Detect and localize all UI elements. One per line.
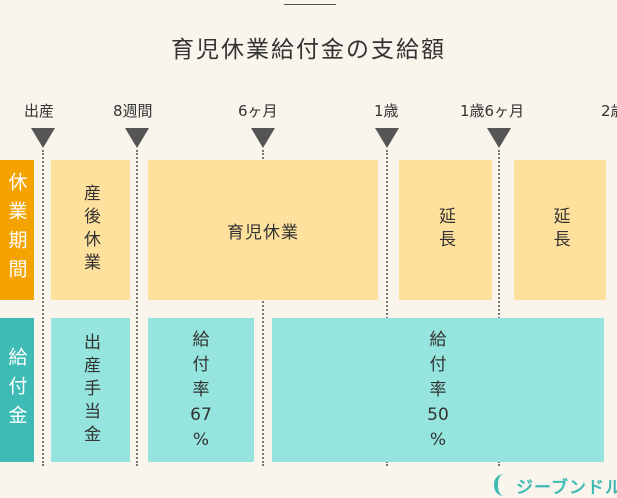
benefit-rate-67-unit: % <box>192 429 210 450</box>
timeline-label-birth: 出産 <box>24 102 55 120</box>
benefit-rate-50-text: 給 付 率 50 % <box>427 328 449 453</box>
benefit-rate-67-text: 給 付 率 67 % <box>190 328 212 453</box>
logo-text: ジーブンドル <box>516 477 617 498</box>
timeline-guide-birth <box>42 150 44 466</box>
timeline-marker-6months <box>251 128 275 148</box>
extension-block-2: 延長 <box>514 160 606 300</box>
timeline-marker-birth <box>31 128 55 148</box>
timeline-guide-1year <box>386 150 388 466</box>
timeline-label-6months: 6ヶ月 <box>238 102 278 120</box>
period-row-header: 休業期間 <box>0 160 34 300</box>
timeline-guide-8weeks <box>136 150 138 466</box>
logo-mark-icon <box>494 474 510 496</box>
timeline-label-1year: 1歳 <box>374 102 399 120</box>
timeline-guide-6months <box>262 150 264 466</box>
benefit-rate-50-value: 50 <box>427 404 449 425</box>
childcare-leave-block: 育児休業 <box>148 160 378 300</box>
extension-block-1: 延長 <box>399 160 492 300</box>
timeline-marker-1year <box>375 128 399 148</box>
maternity-allowance-block: 出産手当金 <box>51 318 130 462</box>
benefit-row-header: 給付金 <box>0 318 34 462</box>
timeline-guide-1year6months <box>498 150 500 466</box>
diagram-title: 育児休業給付金の支給額 <box>171 37 446 63</box>
title-top-rule <box>284 4 336 5</box>
timeline-marker-1year6months <box>487 128 511 148</box>
timeline-label-2years: 2歳 <box>601 102 617 120</box>
timeline-label-1year6months: 1歳6ヶ月 <box>460 102 525 120</box>
benefit-rate-67-value: 67 <box>190 404 212 425</box>
postpartum-leave-block: 産後休業 <box>51 160 130 300</box>
timeline-label-8weeks: 8週間 <box>113 102 153 120</box>
timeline-marker-8weeks <box>125 128 149 148</box>
benefit-rate-67-block: 給 付 率 67 % <box>148 318 254 462</box>
benefit-rate-50-unit: % <box>429 429 447 450</box>
benefit-rate-50-block: 給 付 率 50 % <box>272 318 604 462</box>
